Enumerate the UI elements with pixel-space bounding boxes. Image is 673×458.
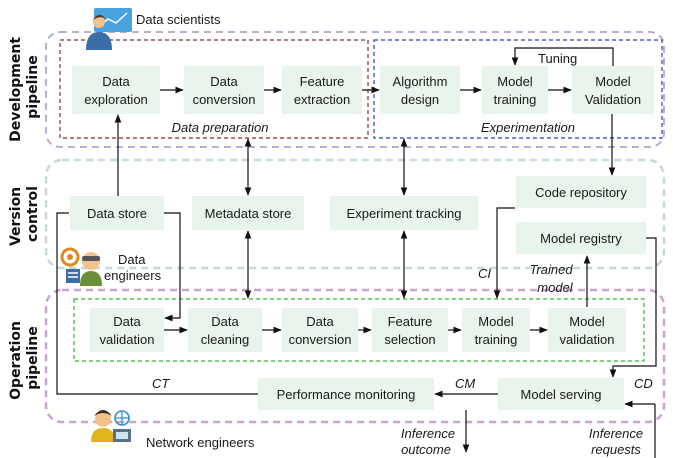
development-region [45,31,665,148]
section-label-development: Development pipeline [8,32,41,142]
network-engineers-label: Network engineers [146,435,255,450]
section-label-version-control: Version control [8,182,41,246]
data-scientists-label: Data scientists [136,12,221,27]
network-engineer-icon [91,410,131,442]
data-engineer-icon [60,247,102,286]
section-label-operation: Operation pipeline [8,316,41,400]
operation-region [44,288,666,424]
svg-text:Experiment tracking: Experiment tracking [347,206,462,221]
svg-text:Code repository: Code repository [535,185,627,200]
node-model-registry: Model registry [516,222,646,254]
node-metadata-store: Metadata store [192,196,304,230]
svg-text:Model serving: Model serving [521,387,602,402]
version-control-region [44,158,666,270]
cm-label: CM [455,376,475,391]
node-data-store: Data store [70,196,164,230]
node-code-repository: Code repository [516,176,646,208]
svg-text:Performance monitoring: Performance monitoring [277,387,416,402]
ci-label: CI [478,266,491,281]
data-preparation-group [59,39,369,139]
node-experiment-tracking: Experiment tracking [330,196,478,230]
ct-label: CT [152,376,170,391]
svg-text:Data store: Data store [87,206,147,221]
experimentation-label: Experimentation [481,120,575,135]
cd-label: CD [634,376,653,391]
operation-inner-group [73,298,645,362]
node-model-serving: Model serving [498,378,624,410]
svg-text:Model registry: Model registry [540,231,622,246]
data-scientist-icon [86,8,132,50]
data-preparation-label: Data preparation [172,120,269,135]
node-performance-monitoring: Performance monitoring [258,378,434,410]
data-engineers-label: Data engineers [104,252,162,283]
svg-text:Metadata store: Metadata store [205,206,292,221]
tuning-label: Tuning [538,51,577,66]
